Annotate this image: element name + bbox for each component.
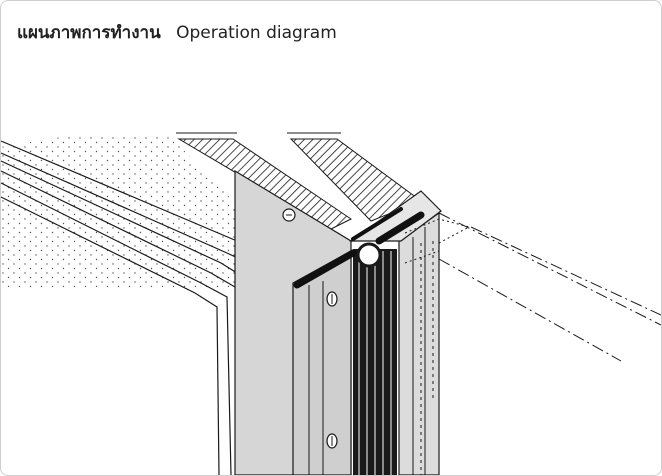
screw-icon — [326, 291, 338, 307]
phantom-panel-outline — [404, 212, 661, 475]
screw-icon — [326, 433, 338, 449]
screw-icon — [282, 208, 296, 222]
title-thai: แผนภาพการทำงาน — [17, 23, 161, 43]
top-hatched-glass — [176, 132, 423, 230]
diagram-header: แผนภาพการทำงาน Operation diagram — [17, 19, 337, 46]
gasket-core — [293, 207, 425, 475]
title-english: Operation diagram — [176, 23, 337, 43]
